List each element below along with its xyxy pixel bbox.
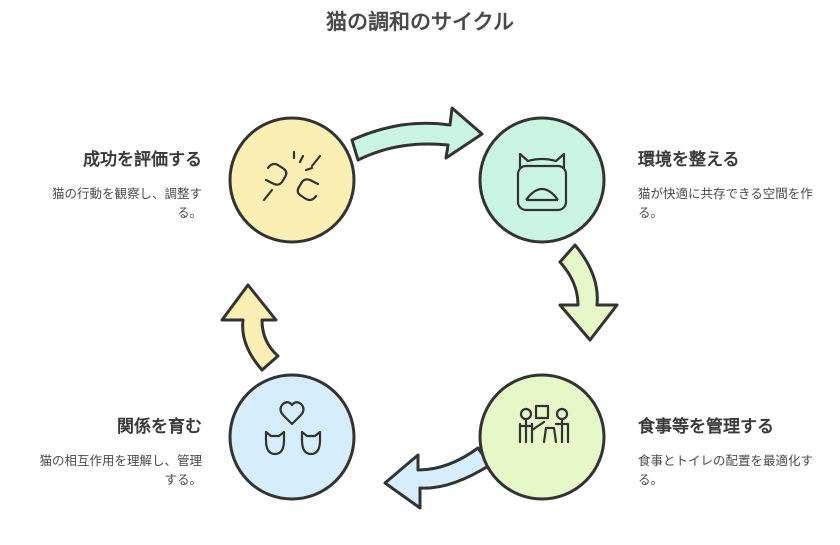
arrow-relationship-to-evaluate xyxy=(220,283,280,372)
step-environment: 環境を整える 猫が快適に共存できる空間を作る。 xyxy=(638,145,818,222)
cats-heart-icon xyxy=(264,401,322,456)
cat-carrier-icon xyxy=(516,152,568,212)
step-title: 食事等を管理する xyxy=(638,417,774,437)
step-relationship: 関係を育む 猫の相互作用を理解し、管理する。 xyxy=(30,412,202,489)
step-description: 猫の相互作用を理解し、管理する。 xyxy=(39,453,202,487)
fist-bump-icon xyxy=(262,150,322,202)
node-evaluate xyxy=(228,116,356,244)
step-title: 関係を育む xyxy=(117,417,202,437)
step-description: 猫の行動を観察し、調整する。 xyxy=(51,186,202,220)
step-title: 成功を評価する xyxy=(83,150,202,170)
step-evaluate: 成功を評価する 猫の行動を観察し、調整する。 xyxy=(30,145,202,222)
node-food xyxy=(478,373,606,501)
node-relationship xyxy=(228,373,356,501)
step-food: 食事等を管理する 食事とトイレの配置を最適化する。 xyxy=(638,412,818,489)
step-title: 環境を整える xyxy=(638,150,740,170)
diagram-title: 猫の調和のサイクル xyxy=(326,10,514,34)
arrow-evaluate-to-environment xyxy=(350,106,484,162)
people-feeding-icon xyxy=(518,404,570,444)
arrow-food-to-relationship xyxy=(383,446,492,510)
node-environment xyxy=(478,116,606,244)
step-description: 猫が快適に共存できる空間を作る。 xyxy=(638,186,813,220)
step-description: 食事とトイレの配置を最適化する。 xyxy=(638,453,814,487)
arrow-environment-to-food xyxy=(558,243,619,342)
